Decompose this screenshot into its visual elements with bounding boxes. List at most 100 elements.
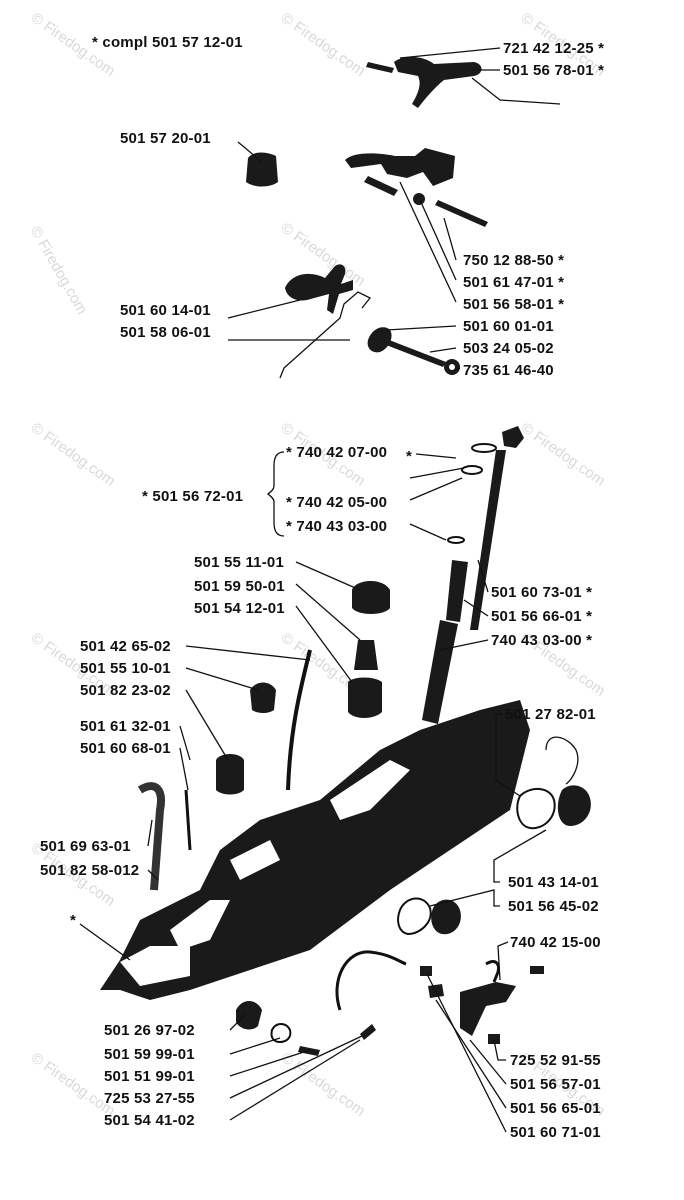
part-number-label: 501 69 63-01 (40, 838, 131, 855)
o-ring-1 (471, 443, 497, 453)
tube-clip (360, 1024, 376, 1040)
part-number-label: 501 54 41-02 (104, 1112, 195, 1129)
mount-screw (488, 1034, 500, 1044)
oil-pump-parts (137, 426, 524, 891)
filter-cup (216, 754, 244, 795)
tank-cap (557, 785, 591, 826)
choke-lever (285, 264, 353, 314)
part-number-label: 501 56 66-01 * (491, 608, 593, 625)
side-screw (530, 966, 544, 974)
part-number-label: 740 43 03-00 * (491, 632, 593, 649)
part-number-label: 501 57 20-01 (120, 130, 211, 147)
part-number-label: 501 82 23-02 (80, 682, 171, 699)
gasket-ring (397, 897, 432, 936)
watermark: © Firedog.com (27, 224, 91, 318)
chain-catcher (460, 982, 516, 1036)
pump-rod (470, 450, 506, 630)
cap-strap (545, 736, 579, 785)
part-number-label: 501 42 65-02 (80, 638, 171, 655)
cap-seal (354, 640, 378, 670)
part-number-label: 501 60 71-01 (510, 1124, 601, 1141)
oil-hose (286, 649, 312, 791)
pump-knob (502, 426, 524, 448)
filter-body (348, 677, 382, 718)
part-number-label: 501 60 01-01 (463, 318, 554, 335)
part-number-label: 501 61 32-01 (80, 718, 171, 735)
group-bracket (267, 451, 285, 537)
leader-lines-bottom (79, 453, 547, 1133)
part-number-label: 501 59 50-01 (194, 578, 285, 595)
plug-nut (420, 966, 432, 976)
tank-seal (516, 788, 556, 830)
part-number-label: 503 24 05-02 (463, 340, 554, 357)
part-number-label: 750 12 88-50 * (463, 252, 565, 269)
grommet (250, 682, 276, 713)
asterisk: * (70, 912, 77, 929)
part-number-label: 501 51 99-01 (104, 1068, 195, 1085)
pump-cylinder (422, 620, 458, 724)
watermark: © Firedog.com (518, 419, 609, 489)
part-number-label: * 740 42 07-00 (286, 444, 388, 461)
trigger-lockout (345, 148, 455, 186)
housing-window (170, 900, 230, 950)
watermark: © Firedog.com (278, 1049, 369, 1119)
part-number-label: 501 61 47-01 * (463, 274, 565, 291)
part-number-label: 501 55 10-01 (80, 660, 171, 677)
spring-washer (367, 327, 392, 353)
part-number-label: 735 61 46-40 (463, 362, 554, 379)
part-number-label: 501 56 57-01 (510, 1076, 601, 1093)
washer (270, 1023, 292, 1044)
lockout-spring (364, 176, 398, 196)
trigger-assembly (246, 56, 488, 379)
part-number-label: 501 59 99-01 (104, 1046, 195, 1063)
part-number-label: 501 43 14-01 (508, 874, 599, 891)
wire-clip (485, 960, 500, 983)
lockout-pin (435, 200, 488, 227)
o-ring-2 (461, 465, 483, 475)
trigger-screw (366, 62, 394, 73)
housing-window (120, 946, 190, 986)
o-ring-3 (447, 536, 465, 544)
housing-window (230, 840, 280, 880)
lockout-washer (413, 193, 425, 205)
part-number-label: * 501 56 72-01 (142, 488, 244, 505)
watermark: © Firedog.com (278, 9, 369, 79)
part-number-label: 501 26 97-02 (104, 1022, 195, 1039)
part-number-label: 740 42 15-00 (510, 934, 601, 951)
leader-lines-top (227, 47, 561, 371)
part-number-label: 501 60 14-01 (120, 302, 211, 319)
pump-spring (446, 560, 468, 622)
fuel-pipe (137, 782, 165, 891)
part-number-label: 501 54 12-01 (194, 600, 285, 617)
axle (381, 338, 446, 367)
part-number-label: 501 27 82-01 (505, 706, 596, 723)
watermark: © Firedog.com (28, 419, 119, 489)
choke-rod (279, 291, 372, 379)
fuel-line (184, 789, 192, 851)
part-number-label: * 740 42 05-00 (286, 494, 388, 511)
part-number-label: 501 56 78-01 * (503, 62, 605, 79)
gear-wheel (431, 899, 461, 935)
part-number-label: 721 42 12-25 * (503, 40, 605, 57)
impulse-hose (335, 950, 407, 1011)
part-number-label: 501 56 65-01 (510, 1100, 601, 1117)
compl-label: * compl 501 57 12-01 (92, 34, 243, 51)
part-number-label: * 740 43 03-00 (286, 518, 388, 535)
part-number-label: 501 82 58-012 (40, 862, 140, 879)
part-number-label: 725 52 91-55 (510, 1052, 601, 1069)
throttle-trigger (394, 56, 482, 108)
filler-cap (352, 580, 390, 614)
part-number-label: 725 53 27-55 (104, 1090, 195, 1107)
housing-window (330, 760, 410, 820)
part-number-label: 501 56 58-01 * (463, 296, 565, 313)
part-number-label: 501 60 68-01 (80, 740, 171, 757)
bumper-1 (236, 1001, 262, 1030)
rubber-cap (246, 152, 278, 187)
asterisk: * (406, 448, 413, 465)
part-number-label: 501 58 06-01 (120, 324, 211, 341)
part-number-label: 501 56 45-02 (508, 898, 599, 915)
part-number-label: 501 60 73-01 * (491, 584, 593, 601)
part-number-label: 501 55 11-01 (194, 554, 284, 571)
watermark-layer: © Firedog.com © Firedog.com © Firedog.co… (27, 9, 609, 1119)
